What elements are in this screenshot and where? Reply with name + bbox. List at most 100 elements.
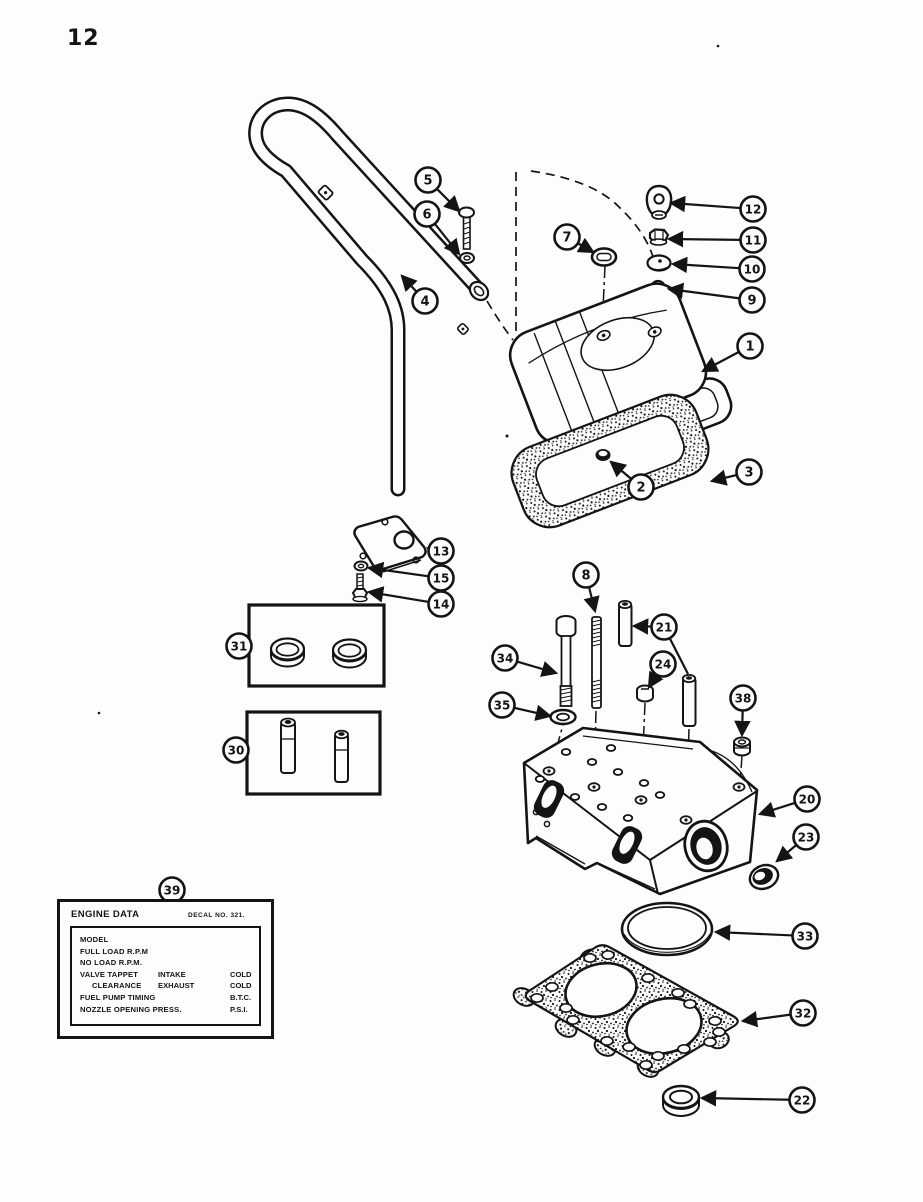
callout-number: 4 — [420, 295, 429, 310]
callout-circle — [411, 287, 439, 315]
head-stud — [591, 616, 602, 709]
callout-22: 22 — [699, 1086, 816, 1114]
callout-circle — [553, 223, 581, 251]
decal-rows: MODEL FULL LOAD R.P.M NO LOAD R.P.M.VALVE … — [72, 928, 259, 1016]
callout-38: 38 — [729, 684, 757, 738]
engine-data-row: CLEARANCE EXHAUST COLD — [72, 981, 259, 993]
cover-stud — [595, 449, 611, 461]
callout-15: 15 — [366, 561, 455, 592]
engine-data-cell: NO LOAD R.P.M. — [80, 958, 143, 968]
callout-leader — [670, 256, 740, 274]
callout-number: 34 — [497, 652, 514, 666]
engine-data-cell: EXHAUST — [158, 981, 195, 991]
callout-number: 15 — [433, 572, 450, 586]
callout-circle — [413, 200, 441, 228]
callout-7: 7 — [553, 223, 596, 254]
callout-circle — [738, 286, 766, 314]
plate-bolt — [351, 573, 369, 603]
core-plug — [748, 863, 780, 891]
head-bolt — [555, 615, 577, 707]
callout-number: 22 — [794, 1094, 811, 1108]
callout-circle — [627, 473, 655, 501]
callout-number: 20 — [799, 793, 816, 807]
intake-port — [611, 826, 643, 864]
decal-table: MODEL FULL LOAD R.P.M NO LOAD R.P.M.VALVE … — [70, 926, 261, 1026]
callout-circle — [739, 226, 767, 254]
callout-leader — [700, 350, 740, 373]
callout-leader — [433, 223, 461, 256]
engine-data-row: NO LOAD R.P.M. — [72, 958, 259, 970]
callout-circle — [427, 564, 455, 592]
callout-leader — [647, 670, 664, 689]
engine-data-cell: CLEARANCE — [92, 981, 142, 991]
engine-data-row: FULL LOAD R.P.M — [72, 947, 259, 959]
callout-33: 33 — [713, 922, 819, 950]
engine-data-cell: COLD — [230, 981, 252, 991]
seal-ring — [331, 638, 368, 669]
callout-leader — [516, 660, 559, 677]
callout-layer: 1234567891011121314152021222324303132333… — [158, 166, 821, 1114]
callout-number: 14 — [433, 598, 450, 612]
callout-24: 24 — [647, 650, 677, 689]
callout-35: 35 — [488, 691, 553, 721]
callout-number: 1 — [745, 340, 754, 355]
cylinder-head — [522, 726, 759, 896]
callout-3: 3 — [709, 458, 763, 486]
callout-circle — [491, 644, 519, 672]
callout-number: 11 — [745, 234, 762, 248]
callout-number: 13 — [433, 545, 450, 559]
cup-plug — [733, 736, 751, 757]
callout-number: 30 — [228, 744, 245, 758]
callout-number: 3 — [744, 466, 753, 481]
engine-data-cell: FULL LOAD R.P.M — [80, 946, 149, 956]
callout-4: 4 — [400, 274, 439, 315]
callout-5: 5 — [414, 166, 461, 213]
callout-23: 23 — [775, 823, 820, 863]
projection-dashed-lines — [486, 170, 655, 341]
callout-number: 7 — [562, 231, 571, 246]
valve-guide — [280, 717, 296, 774]
callout-leader — [631, 618, 652, 635]
decal-header: ENGINE DATA DECAL NO. 321. — [60, 902, 271, 924]
grommet — [590, 247, 618, 267]
callout-number: 6 — [422, 208, 431, 223]
engine-data-decal: ENGINE DATA DECAL NO. 321. MODEL FULL LOA… — [57, 899, 274, 1039]
valve-guide-upper — [617, 600, 633, 647]
callout-leader — [775, 844, 798, 863]
callout-circle — [793, 785, 821, 813]
valve-guide-box — [245, 710, 382, 796]
callout-circle — [225, 632, 253, 660]
callout-leader — [366, 561, 429, 579]
engine-data-cell: NOZZLE OPENING PRESS. — [80, 1004, 182, 1014]
seal-kit-box — [247, 603, 386, 688]
engine-data-cell: VALVE TAPPET — [80, 969, 139, 979]
breather-tube — [248, 96, 490, 497]
lower-seal — [661, 1084, 701, 1117]
tube-screw — [458, 206, 475, 250]
callout-11: 11 — [666, 226, 767, 254]
callout-number: 38 — [735, 692, 752, 706]
callout-leader — [609, 460, 633, 480]
cup-washer — [646, 254, 672, 272]
o-ring — [620, 901, 714, 957]
decal-number: DECAL NO. 321. — [188, 912, 246, 919]
callout-leader — [713, 924, 793, 941]
callout-6: 6 — [413, 200, 461, 256]
engine-data-cell: COLD — [230, 969, 252, 979]
tube-tab — [456, 322, 469, 335]
callout-number: 39 — [164, 884, 181, 898]
engine-data-cell: MODEL — [80, 935, 109, 944]
callout-leader — [668, 195, 741, 213]
callout-2: 2 — [609, 460, 655, 501]
callout-number: 32 — [795, 1007, 812, 1021]
callout-31: 31 — [225, 632, 253, 660]
scan-specks — [97, 44, 720, 715]
callout-8: 8 — [572, 561, 600, 614]
callout-number: 35 — [494, 699, 511, 713]
engine-data-row: NOZZLE OPENING PRESS. P.S.I. — [72, 1005, 259, 1017]
lifting-eye — [645, 184, 673, 220]
callout-number: 21 — [656, 621, 673, 635]
engine-data-cell: P.S.I. — [230, 1004, 248, 1014]
callout-leader — [668, 637, 689, 675]
